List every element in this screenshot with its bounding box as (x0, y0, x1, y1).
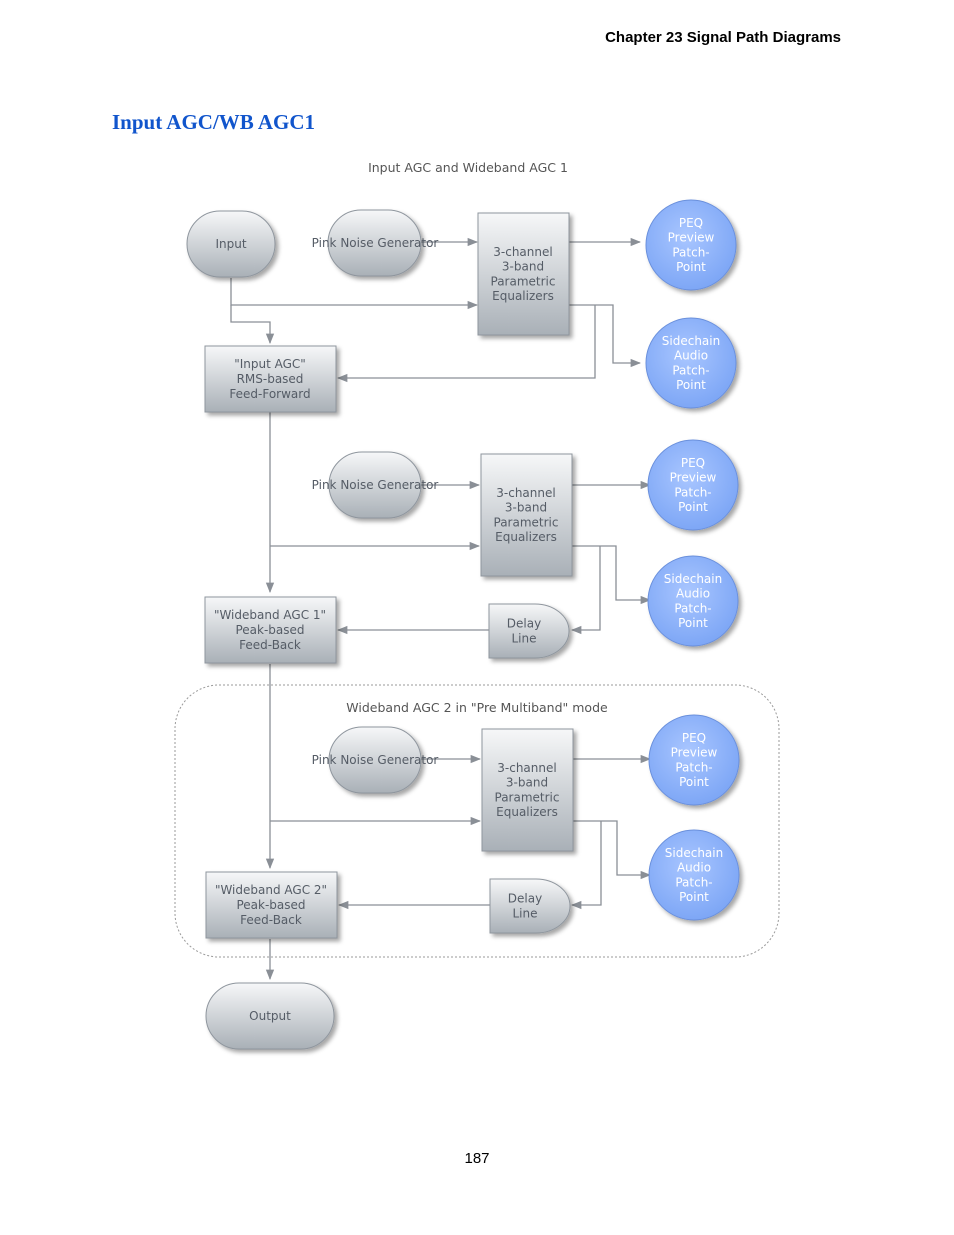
wb-agc2-group (174, 684, 780, 958)
input-node: Input (186, 210, 276, 278)
pink-noise-generator-2: Pink Noise Generator (312, 451, 439, 519)
pink-noise-label: Pink Noise Generator (312, 478, 439, 492)
output-label: Output (249, 1009, 291, 1023)
group-caption: Wideband AGC 2 in "Pre Multiband" mode (346, 700, 608, 715)
signal-wires (230, 237, 652, 981)
pink-noise-generator-3: Pink Noise Generator (312, 726, 439, 794)
chapter-header: Chapter 23 Signal Path Diagrams (605, 29, 841, 46)
pink-noise-label: Pink Noise Generator (312, 753, 439, 767)
section-title: Input AGC/WB AGC1 (112, 110, 316, 134)
output-node: Output (205, 982, 335, 1050)
page-number: 187 (464, 1150, 490, 1167)
pink-noise-label: Pink Noise Generator (312, 236, 439, 250)
pink-noise-generator-1: Pink Noise Generator (312, 209, 439, 277)
input-label: Input (215, 237, 246, 251)
diagram-caption: Input AGC and Wideband AGC 1 (368, 160, 568, 175)
